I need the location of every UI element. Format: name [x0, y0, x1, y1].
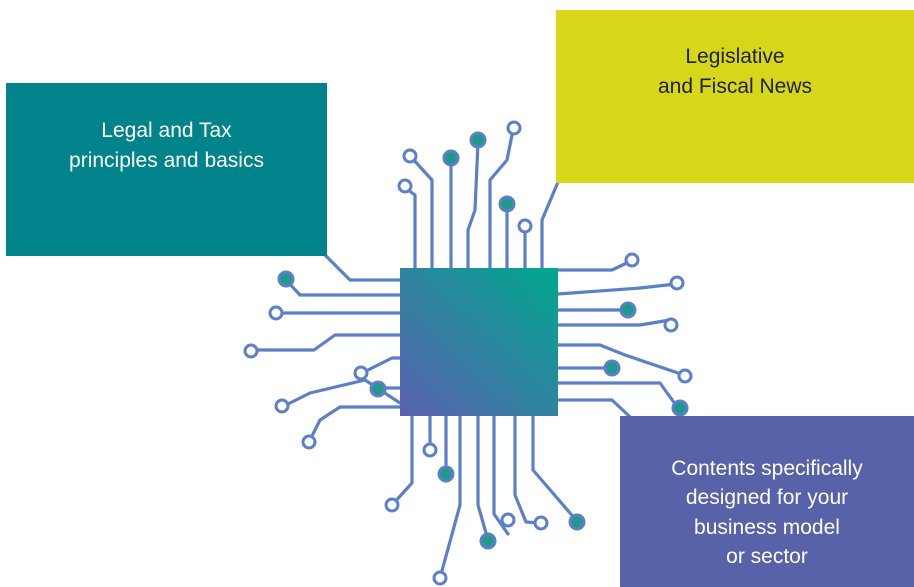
- legislative-news-box: Legislative and Fiscal News: [556, 10, 914, 183]
- legal-basics-label: Legal and Tax principles and basics: [69, 119, 264, 172]
- legal-basics-box: Legal and Tax principles and basics: [6, 83, 327, 256]
- circuit-traces: [251, 128, 686, 580]
- tailored-contents-label: Contents specifically designed for your …: [671, 456, 863, 568]
- legislative-news-label: Legislative and Fiscal News: [657, 45, 813, 98]
- processor-chip: [400, 268, 558, 416]
- tailored-contents-box: Contents specifically designed for your …: [620, 416, 914, 587]
